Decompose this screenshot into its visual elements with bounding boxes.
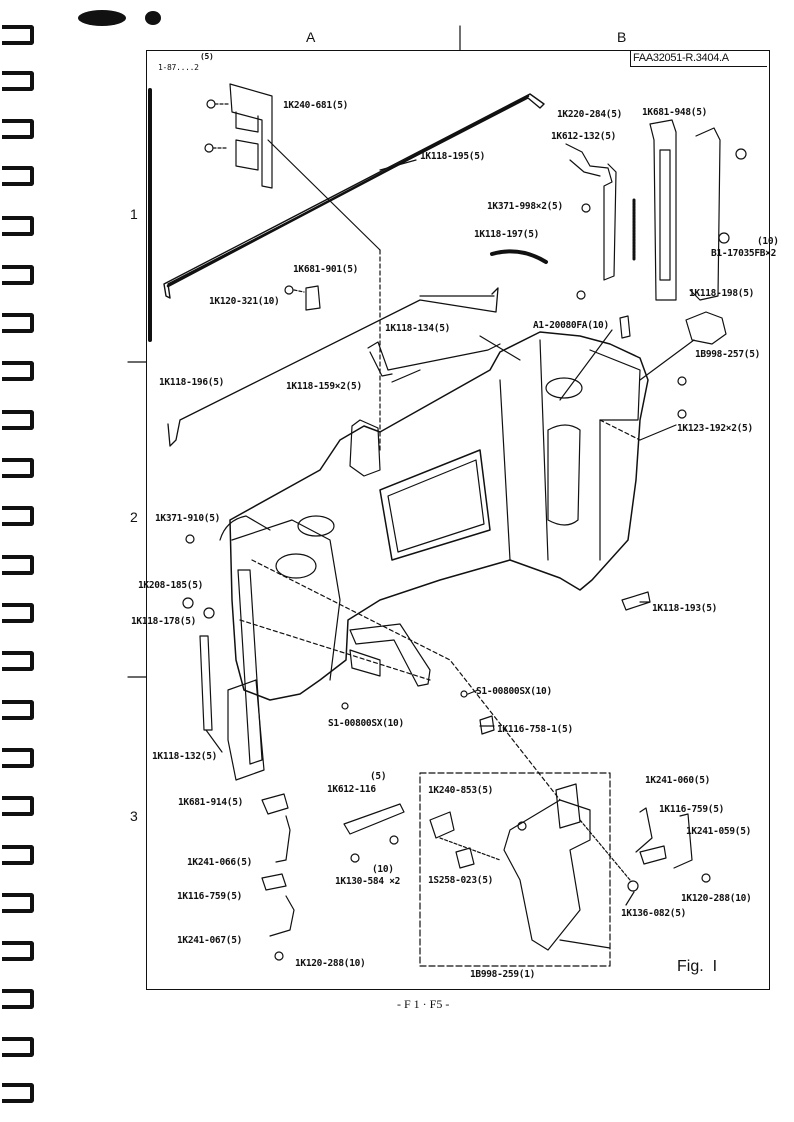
part-label: 1K118-198(5): [689, 288, 755, 299]
binder-hole: [0, 890, 34, 913]
part-label: 1K241-067(5): [177, 935, 243, 946]
doc-code: FAA32051-R.3404.A: [633, 52, 729, 64]
part-label: 1K612-132(5): [551, 131, 617, 142]
binder-hole: [0, 455, 34, 478]
part-label: 1K240-681(5): [283, 100, 349, 111]
binder-hole: [0, 842, 34, 865]
binder-hole: [0, 116, 34, 139]
binder-hole: [0, 358, 34, 381]
figure-label: Fig. I: [677, 958, 718, 975]
part-label: 1K241-059(5): [686, 826, 752, 837]
part-label: 1K130-584 ×2: [335, 876, 401, 887]
part-label: 1B998-259(1): [470, 969, 536, 980]
part-label: 1K118-132(5): [152, 751, 218, 762]
ink-blot: [78, 10, 126, 26]
binder-hole: [0, 1080, 34, 1103]
part-label: 1K118-195(5): [420, 151, 486, 162]
part-label: 1K681-901(5): [293, 264, 359, 275]
binder-hole: [0, 938, 34, 961]
page-footer: - F 1 · F5 -: [397, 997, 450, 1011]
binder-hole: [0, 503, 34, 526]
part-label: (10): [757, 236, 779, 247]
column-label-b: B: [617, 29, 627, 45]
binder-hole: [0, 68, 34, 91]
doc-code-box: [630, 50, 767, 67]
row-label-1: 1: [130, 206, 138, 222]
column-label-a: A: [306, 29, 316, 45]
binder-hole: [0, 213, 34, 236]
row-label-2: 2: [130, 509, 138, 525]
part-label: 1K220-284(5): [557, 109, 623, 120]
part-label: 1K118-193(5): [652, 603, 718, 614]
part-label: 1K120-288(10): [295, 958, 366, 969]
binder-hole: [0, 986, 34, 1009]
corner-note-bottom: 1-87....2: [158, 63, 199, 72]
part-label: 1K371-910(5): [155, 513, 221, 524]
part-label: 1K123-192×2(5): [677, 423, 753, 434]
part-label: 1K241-060(5): [645, 775, 711, 786]
part-label: 1K120-288(10): [681, 893, 752, 904]
part-label: 1K612-116: [327, 784, 376, 795]
binder-hole: [0, 163, 34, 186]
binder-hole: [0, 1034, 34, 1057]
part-label: 1K240-853(5): [428, 785, 494, 796]
binder-hole: [0, 600, 34, 623]
part-label: 1K136-082(5): [621, 908, 687, 919]
part-label: 1K371-998×2(5): [487, 201, 563, 212]
part-label: A1-20080FA(10): [533, 320, 609, 331]
binder-hole: [0, 22, 34, 45]
part-label: (5): [370, 771, 387, 782]
part-label: 1K241-066(5): [187, 857, 253, 868]
part-label: 1K116-759(5): [659, 804, 725, 815]
binder-hole: [0, 552, 34, 575]
part-label: 1K116-758-1(5): [497, 724, 573, 735]
part-label: S1-00800SX(10): [328, 718, 404, 729]
binder-hole: [0, 745, 34, 768]
part-label: 1S258-023(5): [428, 875, 494, 886]
binder-hole: [0, 648, 34, 671]
part-label: 1K118-197(5): [474, 229, 540, 240]
binder-hole: [0, 697, 34, 720]
part-label: 1K681-948(5): [642, 107, 708, 118]
binder-hole: [0, 262, 34, 285]
binder-hole: [0, 310, 34, 333]
part-label: 1K116-759(5): [177, 891, 243, 902]
part-label: B1-17035FB×2: [711, 248, 777, 259]
part-label: 1K118-134(5): [385, 323, 451, 334]
part-label: 1K118-196(5): [159, 377, 225, 388]
binder-hole: [0, 793, 34, 816]
part-label: (10): [372, 864, 394, 875]
part-label: 1K120-321(10): [209, 296, 280, 307]
part-label: S1-00800SX(10): [476, 686, 552, 697]
part-label: 1B998-257(5): [695, 349, 761, 360]
corner-note-top: (5): [200, 52, 214, 61]
part-label: 1K208-185(5): [138, 580, 204, 591]
row-label-3: 3: [130, 808, 138, 824]
part-label: 1K118-178(5): [131, 616, 197, 627]
part-label: 1K118-159×2(5): [286, 381, 362, 392]
binder-hole: [0, 407, 34, 430]
part-label: 1K681-914(5): [178, 797, 244, 808]
diagram-frame: [146, 50, 770, 990]
ink-blot: [145, 11, 161, 25]
